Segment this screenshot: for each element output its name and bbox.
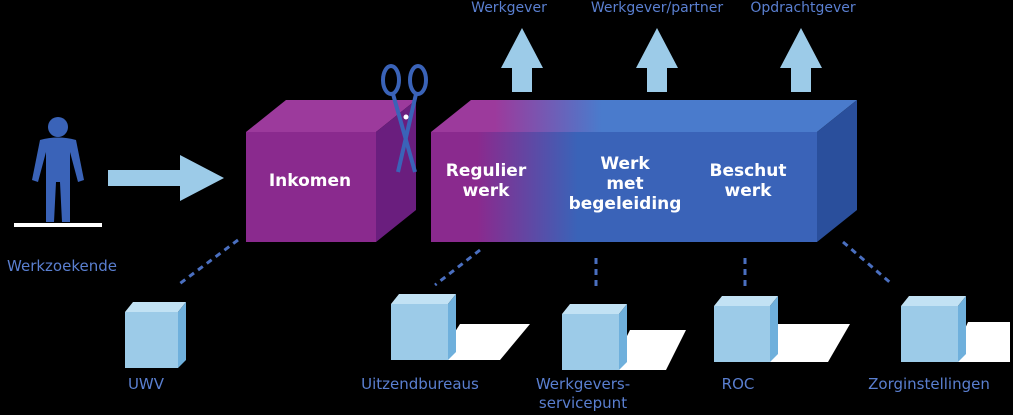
cube-uitzendbureaus-icon [391,294,530,360]
label-uitzendbureaus: Uitzendbureaus [361,375,479,393]
label-uwv: UWV [128,375,165,393]
connector-uwv [177,238,239,287]
connector-uitzendbureaus [434,248,481,287]
up-arrow-werkgever-partner-icon [636,28,678,92]
label-roc: ROC [722,375,755,393]
scissors-icon [381,64,428,173]
begeleiding-label-1: Werk [600,154,650,174]
cube-zorginstellingen-icon [901,296,1010,362]
werk-box [431,100,857,242]
begeleiding-label-2: met [606,174,643,194]
beschut-label-2: werk [725,181,773,201]
label-opdrachtgever: Opdrachtgever [750,0,856,16]
label-werkgever: Werkgever [471,0,547,16]
cube-uwv-icon [125,302,186,368]
up-arrow-opdrachtgever-icon [780,28,822,92]
cube-werkgevers-icon [562,304,686,370]
regulier-label-2: werk [463,181,511,201]
connector-zorginstellingen [842,240,894,287]
label-werkgever-partner: Werkgever/partner [591,0,724,16]
cube-roc-icon [714,296,850,362]
label-zorginstellingen: Zorginstellingen [868,375,990,393]
label-werkzoekende: Werkzoekende [7,257,117,275]
regulier-label-1: Regulier [446,161,527,181]
label-werkgevers-2: servicepunt [539,394,627,412]
inkomen-label: Inkomen [269,171,351,191]
up-arrow-werkgever-icon [501,28,543,92]
label-werkgevers-1: Werkgevers- [536,375,630,393]
beschut-label-1: Beschut [709,161,786,181]
person-icon [14,117,102,227]
right-arrow-icon [108,155,224,201]
begeleiding-label-3: begeleiding [569,194,682,214]
